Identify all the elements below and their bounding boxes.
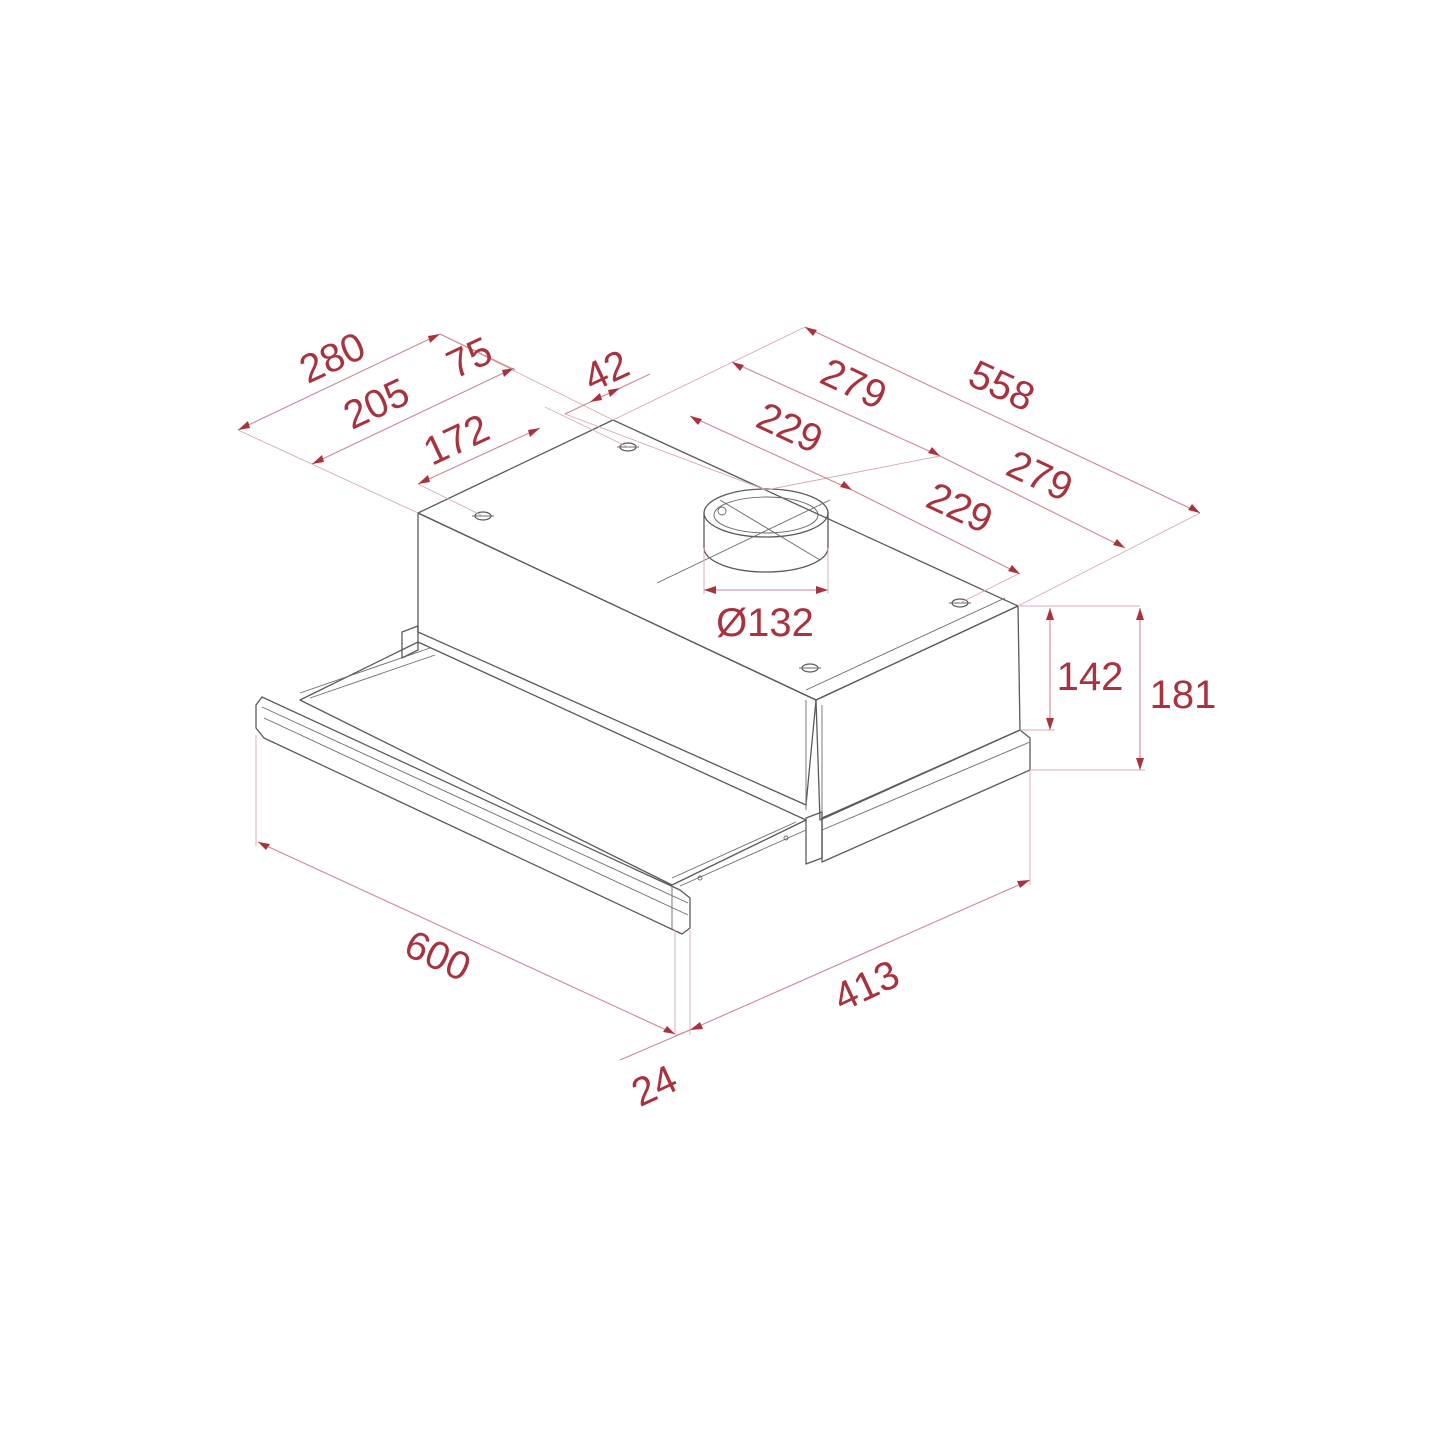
duct-axis-1 bbox=[656, 499, 831, 584]
drawer-rail bbox=[309, 654, 436, 699]
label-413: 413 bbox=[827, 952, 906, 1020]
label-42: 42 bbox=[577, 342, 636, 401]
extension-lines bbox=[237, 326, 1201, 1035]
label-142: 142 bbox=[1057, 655, 1124, 699]
drawer-rail bbox=[299, 647, 431, 694]
drawer-rail bbox=[679, 829, 807, 887]
sliding-drawer bbox=[299, 625, 1031, 887]
screw-hole-icon bbox=[799, 663, 821, 673]
label-24: 24 bbox=[625, 1057, 684, 1116]
label-600: 600 bbox=[398, 922, 477, 990]
label-181: 181 bbox=[1150, 673, 1217, 717]
base-plate-line bbox=[821, 741, 1031, 831]
label-229-rear: 229 bbox=[750, 394, 829, 462]
label-558: 558 bbox=[962, 352, 1041, 420]
duct-collar-top bbox=[703, 488, 829, 538]
duct-axis-2 bbox=[719, 499, 821, 561]
drawer-tray bbox=[299, 641, 807, 886]
handle-screw bbox=[697, 875, 703, 881]
hood-front-face bbox=[417, 512, 817, 806]
dimension-lines bbox=[237, 326, 1201, 1061]
duct-small-mark bbox=[717, 506, 727, 516]
dimension-labels: 280 205 75 172 42 279 558 229 279 229 Ø1… bbox=[293, 324, 1216, 1115]
label-280: 280 bbox=[293, 324, 372, 392]
front-handle bbox=[255, 696, 789, 935]
duct-collar-body bbox=[703, 512, 829, 573]
label-279-rear: 279 bbox=[814, 350, 893, 418]
duct-collar bbox=[656, 488, 831, 584]
label-duct-diameter: Ø132 bbox=[716, 601, 814, 645]
top-edge-inner bbox=[805, 597, 1006, 691]
handle-edge bbox=[261, 706, 689, 904]
label-229-front: 229 bbox=[920, 474, 999, 542]
base-plate bbox=[821, 729, 1031, 863]
handle-profile bbox=[255, 696, 691, 935]
handle-screw bbox=[783, 835, 789, 841]
handle-edge bbox=[263, 717, 689, 916]
drawer-rail bbox=[671, 821, 797, 879]
left-bracket bbox=[401, 625, 419, 659]
label-279-front: 279 bbox=[1000, 442, 1079, 510]
duct-collar-inner bbox=[713, 496, 819, 534]
hood-top-plate bbox=[417, 419, 1019, 701]
label-205: 205 bbox=[337, 370, 416, 438]
label-172: 172 bbox=[417, 406, 496, 474]
